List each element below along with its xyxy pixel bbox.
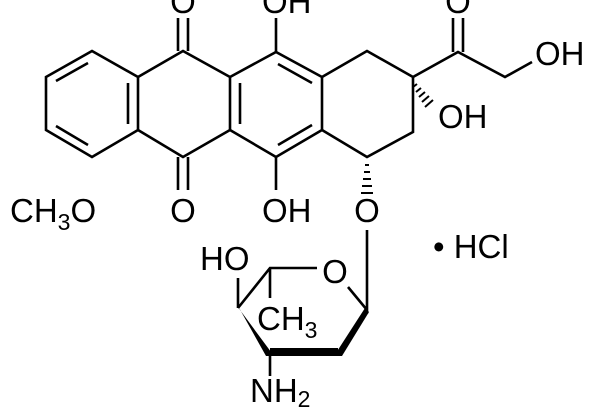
label-oh-c9: OH [438,98,488,135]
label-methyl: CH3 [257,300,317,343]
atom-labels: O OH O OH OH CH3O O OH O O HO CH3 NH2 • … [10,0,585,410]
label-o-top-right: O [445,0,471,20]
label-o-top-left: O [170,0,196,20]
label-ho-sugar: HO [200,240,250,277]
bonds [44,18,533,376]
label-o-ring: O [322,253,348,290]
label-hcl-salt: • HCl [433,228,509,265]
label-oh-bottom: OH [262,192,312,229]
label-amine: NH2 [250,372,310,410]
label-oh-side-chain: OH [535,35,585,72]
label-methoxy: CH3O [10,192,96,235]
label-o-glycosidic: O [354,192,380,229]
label-oh-top: OH [262,0,312,20]
label-o-bottom: O [170,192,196,229]
